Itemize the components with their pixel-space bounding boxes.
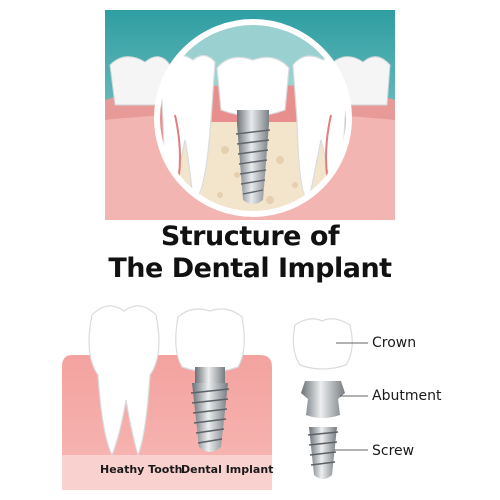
abutment-label: Abutment [372,388,442,404]
magnify-circle-ring [154,19,352,217]
tooth-comparison-illustration [62,305,368,490]
gum-base [62,455,272,490]
crown-label: Crown [372,335,417,351]
implant-abutment-bottom [195,367,225,383]
title-line-1: Structure of [160,221,340,252]
implant-abutment [237,110,269,124]
healthy-tooth [88,305,160,457]
implant-crown-bottom [175,308,245,373]
screw-label: Screw [372,443,415,459]
exploded-abutment [301,381,345,418]
healthy-tooth-caption: Heathy Tooth [100,463,183,476]
title-line-2: The Dental Implant [108,253,392,284]
exploded-crown [292,318,353,370]
implant-closeup-illustration [105,10,395,220]
implant-crown [216,56,290,117]
dental-implant-caption: Dental Implant [181,463,274,476]
